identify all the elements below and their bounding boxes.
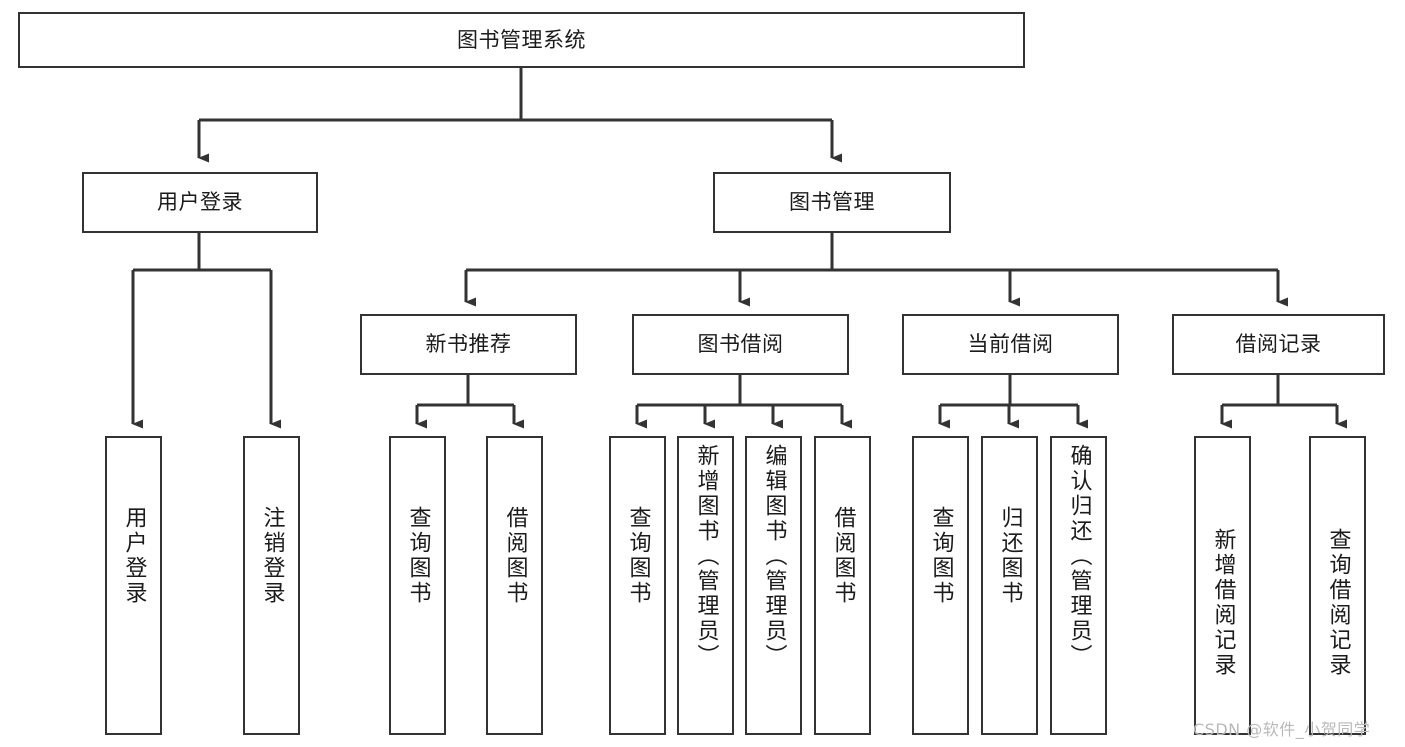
node-leaf-query-book-1-label: 查询图书	[405, 506, 431, 606]
node-leaf-add-book-label: 新增图书（管理员）	[693, 444, 719, 669]
node-leaf-borrow-book-1-label: 借阅图书	[502, 506, 528, 606]
node-book-borrow[interactable]: 图书借阅	[632, 314, 849, 375]
node-leaf-query-book-1[interactable]: 查询图书	[389, 436, 446, 735]
node-leaf-edit-book[interactable]: 编辑图书（管理员）	[745, 436, 802, 735]
node-leaf-return-book-label: 归还图书	[997, 506, 1023, 606]
node-borrow-record-label: 借阅记录	[1235, 332, 1322, 357]
node-borrow-record[interactable]: 借阅记录	[1172, 314, 1385, 375]
node-leaf-borrow-book-2-label: 借阅图书	[830, 506, 856, 606]
node-leaf-logout[interactable]: 注销登录	[243, 436, 300, 735]
csdn-watermark: CSDN @软件_小贺同学	[1193, 720, 1371, 739]
node-leaf-query-book-2-label: 查询图书	[625, 506, 651, 606]
node-current-borrow-label: 当前借阅	[967, 332, 1054, 357]
node-current-borrow[interactable]: 当前借阅	[902, 314, 1119, 375]
node-leaf-add-record[interactable]: 新增借阅记录	[1194, 436, 1251, 735]
node-leaf-query-book-3[interactable]: 查询图书	[912, 436, 969, 735]
node-leaf-borrow-book-2[interactable]: 借阅图书	[814, 436, 871, 735]
node-user-login[interactable]: 用户登录	[82, 172, 318, 233]
node-root[interactable]: 图书管理系统	[18, 12, 1025, 68]
node-new-book-rec-label: 新书推荐	[425, 332, 512, 357]
node-leaf-add-record-label: 新增借阅记录	[1210, 528, 1236, 678]
node-leaf-query-book-2[interactable]: 查询图书	[609, 436, 666, 735]
node-leaf-user-login[interactable]: 用户登录	[105, 436, 162, 735]
node-book-manage[interactable]: 图书管理	[713, 172, 951, 233]
node-leaf-borrow-book-1[interactable]: 借阅图书	[486, 436, 543, 735]
node-root-label: 图书管理系统	[457, 27, 586, 52]
node-leaf-confirm-return[interactable]: 确认归还（管理员）	[1050, 436, 1107, 735]
node-leaf-user-login-label: 用户登录	[121, 506, 147, 606]
node-leaf-add-book[interactable]: 新增图书（管理员）	[677, 436, 734, 735]
node-user-login-label: 用户登录	[157, 190, 243, 215]
node-leaf-query-record-label: 查询借阅记录	[1325, 528, 1351, 678]
node-book-borrow-label: 图书借阅	[697, 332, 784, 357]
node-leaf-confirm-return-label: 确认归还（管理员）	[1066, 444, 1092, 669]
node-leaf-query-book-3-label: 查询图书	[928, 506, 954, 606]
node-leaf-edit-book-label: 编辑图书（管理员）	[761, 444, 787, 669]
node-leaf-logout-label: 注销登录	[259, 506, 285, 606]
node-new-book-rec[interactable]: 新书推荐	[360, 314, 577, 375]
node-leaf-return-book[interactable]: 归还图书	[981, 436, 1038, 735]
node-book-manage-label: 图书管理	[789, 190, 875, 215]
node-leaf-query-record[interactable]: 查询借阅记录	[1309, 436, 1366, 735]
